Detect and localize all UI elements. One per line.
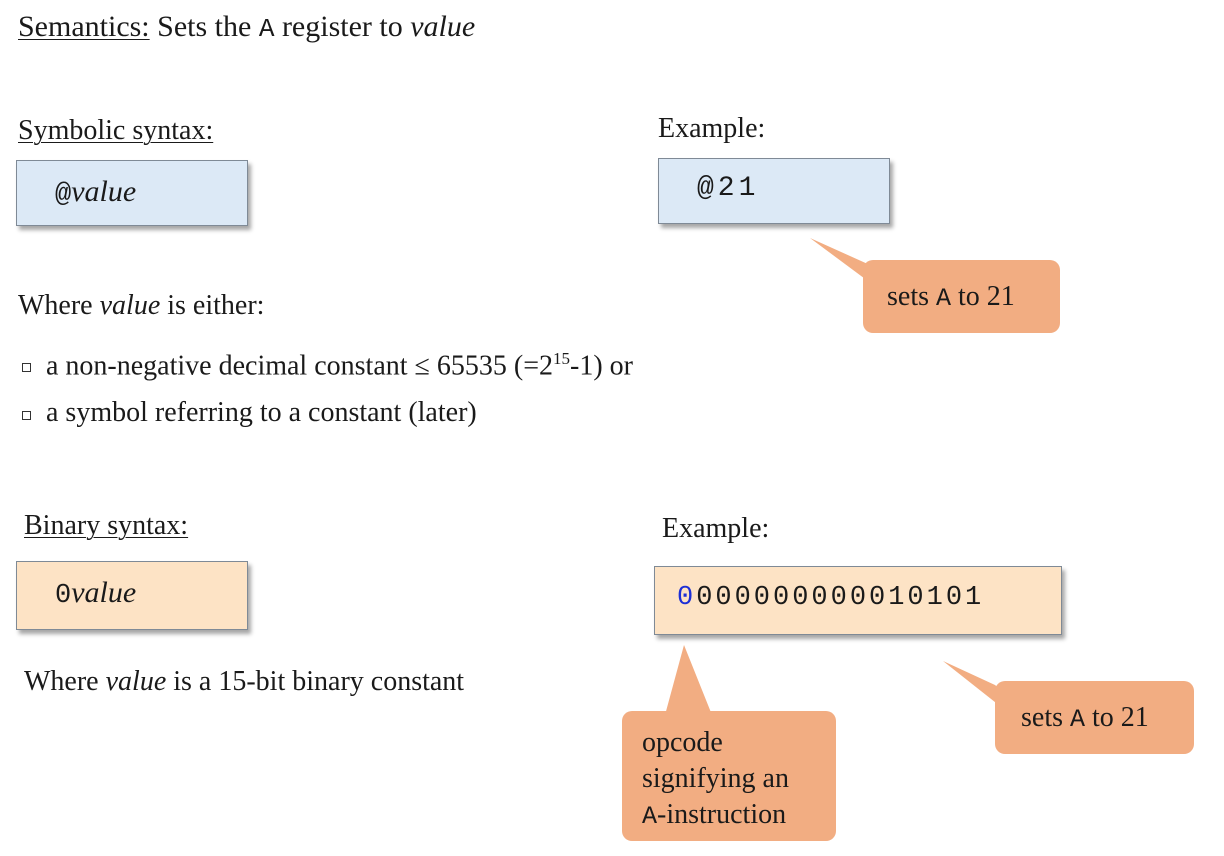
binary-where-prefix: Where [24,666,106,697]
bullet-decimal-after: -1) or [570,350,633,382]
symbolic-example-box: @21 [658,158,890,224]
bullet-item-symbol: a symbol referring to a constant (later) [18,393,918,433]
opcode-callout-line3: -instruction [657,799,787,830]
binary-syntax-heading: Binary syntax: [24,510,189,541]
symbolic-syntax-box: @value [16,160,248,226]
opcode-callout-pointer [665,645,712,715]
semantics-line: Semantics: Sets the A register to value [18,10,475,44]
semantics-text-middle: register to [274,10,411,43]
binary-value-bits: 000000000010101 [696,583,985,613]
bullet-decimal-superscript: 15 [553,349,571,368]
where-prefix: Where [18,290,100,321]
semantics-value-word: value [410,10,476,43]
where-value-word: value [99,290,161,321]
bullet-square-icon [22,363,31,372]
binary-callout: sets A to 21 [995,681,1194,754]
binary-where-line: Where value is a 15-bit binary constant [24,666,464,698]
binary-syntax-box: 0value [16,561,248,630]
symbolic-at-sign: @ [55,180,72,210]
semantics-text-before: Sets the [149,10,259,43]
symbolic-callout-before: sets [887,281,936,312]
opcode-callout: opcode signifying an A-instruction [622,711,836,841]
bullet-square-icon [22,411,31,420]
bullet-symbol-text: a symbol referring to a constant (later) [46,397,477,428]
binary-zero-prefix: 0 [55,581,72,611]
semantics-label: Semantics: [18,10,150,43]
binary-value-word: value [71,576,137,609]
opcode-callout-register: A [642,802,658,831]
bullet-decimal-text: a non-negative decimal constant ≤ 65535 … [46,350,554,382]
symbolic-callout-register: A [936,284,952,313]
symbolic-syntax-heading: Symbolic syntax: [18,115,214,146]
binary-example-box: 0000000000010101 [654,566,1062,635]
binary-callout-before: sets [1021,702,1070,733]
symbolic-example-heading: Example: [658,113,766,144]
symbolic-example-code: @21 [697,173,760,204]
bullet-item-decimal: a non-negative decimal constant ≤ 65535 … [18,345,918,385]
binary-callout-register: A [1070,705,1086,734]
opcode-callout-line1: opcode [642,727,723,758]
binary-where-value-word: value [105,666,167,697]
opcode-callout-line2: signifying an [642,763,789,794]
where-value-either: Where value is either: [18,290,264,322]
symbolic-callout: sets A to 21 [863,260,1060,333]
semantics-register: A [258,14,275,44]
binary-example-heading: Example: [662,513,770,544]
symbolic-callout-after: to 21 [951,281,1015,312]
symbolic-value-word: value [71,175,137,208]
binary-opcode-bit: 0 [677,583,697,613]
binary-callout-after: to 21 [1085,702,1149,733]
binary-where-suffix: is a 15-bit binary constant [166,666,465,697]
where-suffix: is either: [160,290,265,321]
